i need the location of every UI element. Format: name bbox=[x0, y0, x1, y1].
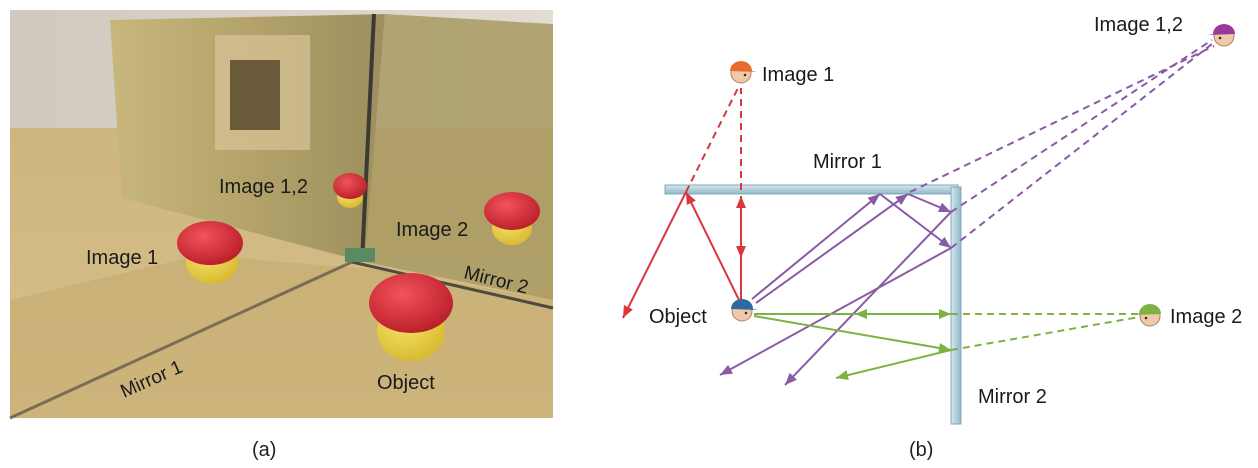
ray-purple-b-m2-arrow-0 bbox=[785, 372, 797, 385]
ray-purple-a-out-seg-0 bbox=[751, 193, 881, 300]
ray-purple-virtual-b bbox=[950, 39, 1213, 213]
ray-purple-a-m2-arrow-0 bbox=[720, 364, 733, 375]
mirror-2-glass bbox=[365, 14, 553, 300]
ray-red-outgoing-arrow-0 bbox=[686, 192, 696, 205]
ray-green-diag-out-seg-0 bbox=[753, 315, 952, 351]
diagram-label-mirror-1: Mirror 1 bbox=[813, 151, 882, 173]
figurine-image-1-2 bbox=[333, 173, 367, 208]
photo-label-image-1-2: Image 1,2 bbox=[219, 176, 308, 198]
ray-purple-b-m2-seg-0 bbox=[784, 211, 952, 386]
photo-label-object: Object bbox=[377, 372, 435, 394]
image-2-head-icon bbox=[1134, 304, 1161, 327]
object-head-icon bbox=[731, 299, 758, 322]
diagram-label-image-1: Image 1 bbox=[762, 64, 834, 86]
photo-label-image-2: Image 2 bbox=[396, 219, 468, 241]
ray-red-reflected-seg-0 bbox=[622, 191, 687, 319]
caption-b: (b) bbox=[909, 439, 933, 461]
figurine-object bbox=[369, 273, 453, 361]
ray-purple-a-m1-arrow-0 bbox=[938, 236, 951, 248]
mirror-2-bar bbox=[950, 186, 962, 425]
mirror-2-edge-line bbox=[351, 260, 554, 310]
ray-red-virtual-1 bbox=[685, 87, 739, 193]
ray-purple-b-out-arrow-0 bbox=[895, 194, 908, 206]
diagram-label-image-2: Image 2 bbox=[1170, 306, 1242, 328]
image-1-2-head-icon bbox=[1208, 24, 1235, 47]
mirror-1-edge-line bbox=[9, 260, 353, 420]
ray-red-outgoing-seg-0 bbox=[685, 191, 741, 303]
head-icons bbox=[730, 24, 1235, 327]
photo-panel: Image 1,2 Image 2 Image 1 Mirror 2 Mirro… bbox=[9, 10, 554, 420]
ray-purple-a-m2-seg-0 bbox=[719, 247, 952, 376]
ray-purple-a-out-arrow-0 bbox=[867, 194, 880, 206]
ray-red-normal-down-arrow-0 bbox=[736, 246, 746, 258]
ray-green-diag-reflect-seg-0 bbox=[835, 349, 952, 379]
ray-purple-b-out-seg-0 bbox=[755, 193, 909, 304]
ray-purple-b-m1-arrow-0 bbox=[938, 202, 951, 212]
figurine-image-2 bbox=[484, 192, 540, 245]
caption-a: (a) bbox=[252, 439, 276, 461]
diagram-panel: Image 1 Image 1,2 Mirror 1 Object Image … bbox=[622, 14, 1242, 425]
photo-display-reflection bbox=[230, 60, 280, 130]
diagram-label-mirror-2: Mirror 2 bbox=[978, 386, 1047, 408]
ray-red-reflected-arrow-0 bbox=[623, 305, 633, 318]
diagram-label-object: Object bbox=[649, 306, 707, 328]
image-1-head-icon bbox=[730, 61, 757, 84]
ray-purple-a-m1-seg-0 bbox=[879, 193, 952, 249]
ray-purple-virtual-c bbox=[909, 45, 1215, 193]
ray-diagram bbox=[622, 39, 1215, 386]
diagram-label-image-1-2: Image 1,2 bbox=[1094, 14, 1183, 36]
figurine-image-1 bbox=[177, 221, 243, 284]
ray-green-diag-reflect-arrow-0 bbox=[836, 370, 849, 381]
ray-green-straight-back-arrow-0 bbox=[855, 309, 867, 319]
ray-purple-virtual-a bbox=[950, 43, 1213, 249]
mirror-joint-line bbox=[360, 13, 376, 263]
mirror-joint-clip bbox=[345, 248, 375, 262]
photo-label-image-1: Image 1 bbox=[86, 247, 158, 269]
ray-green-virtual-2 bbox=[950, 315, 1146, 351]
